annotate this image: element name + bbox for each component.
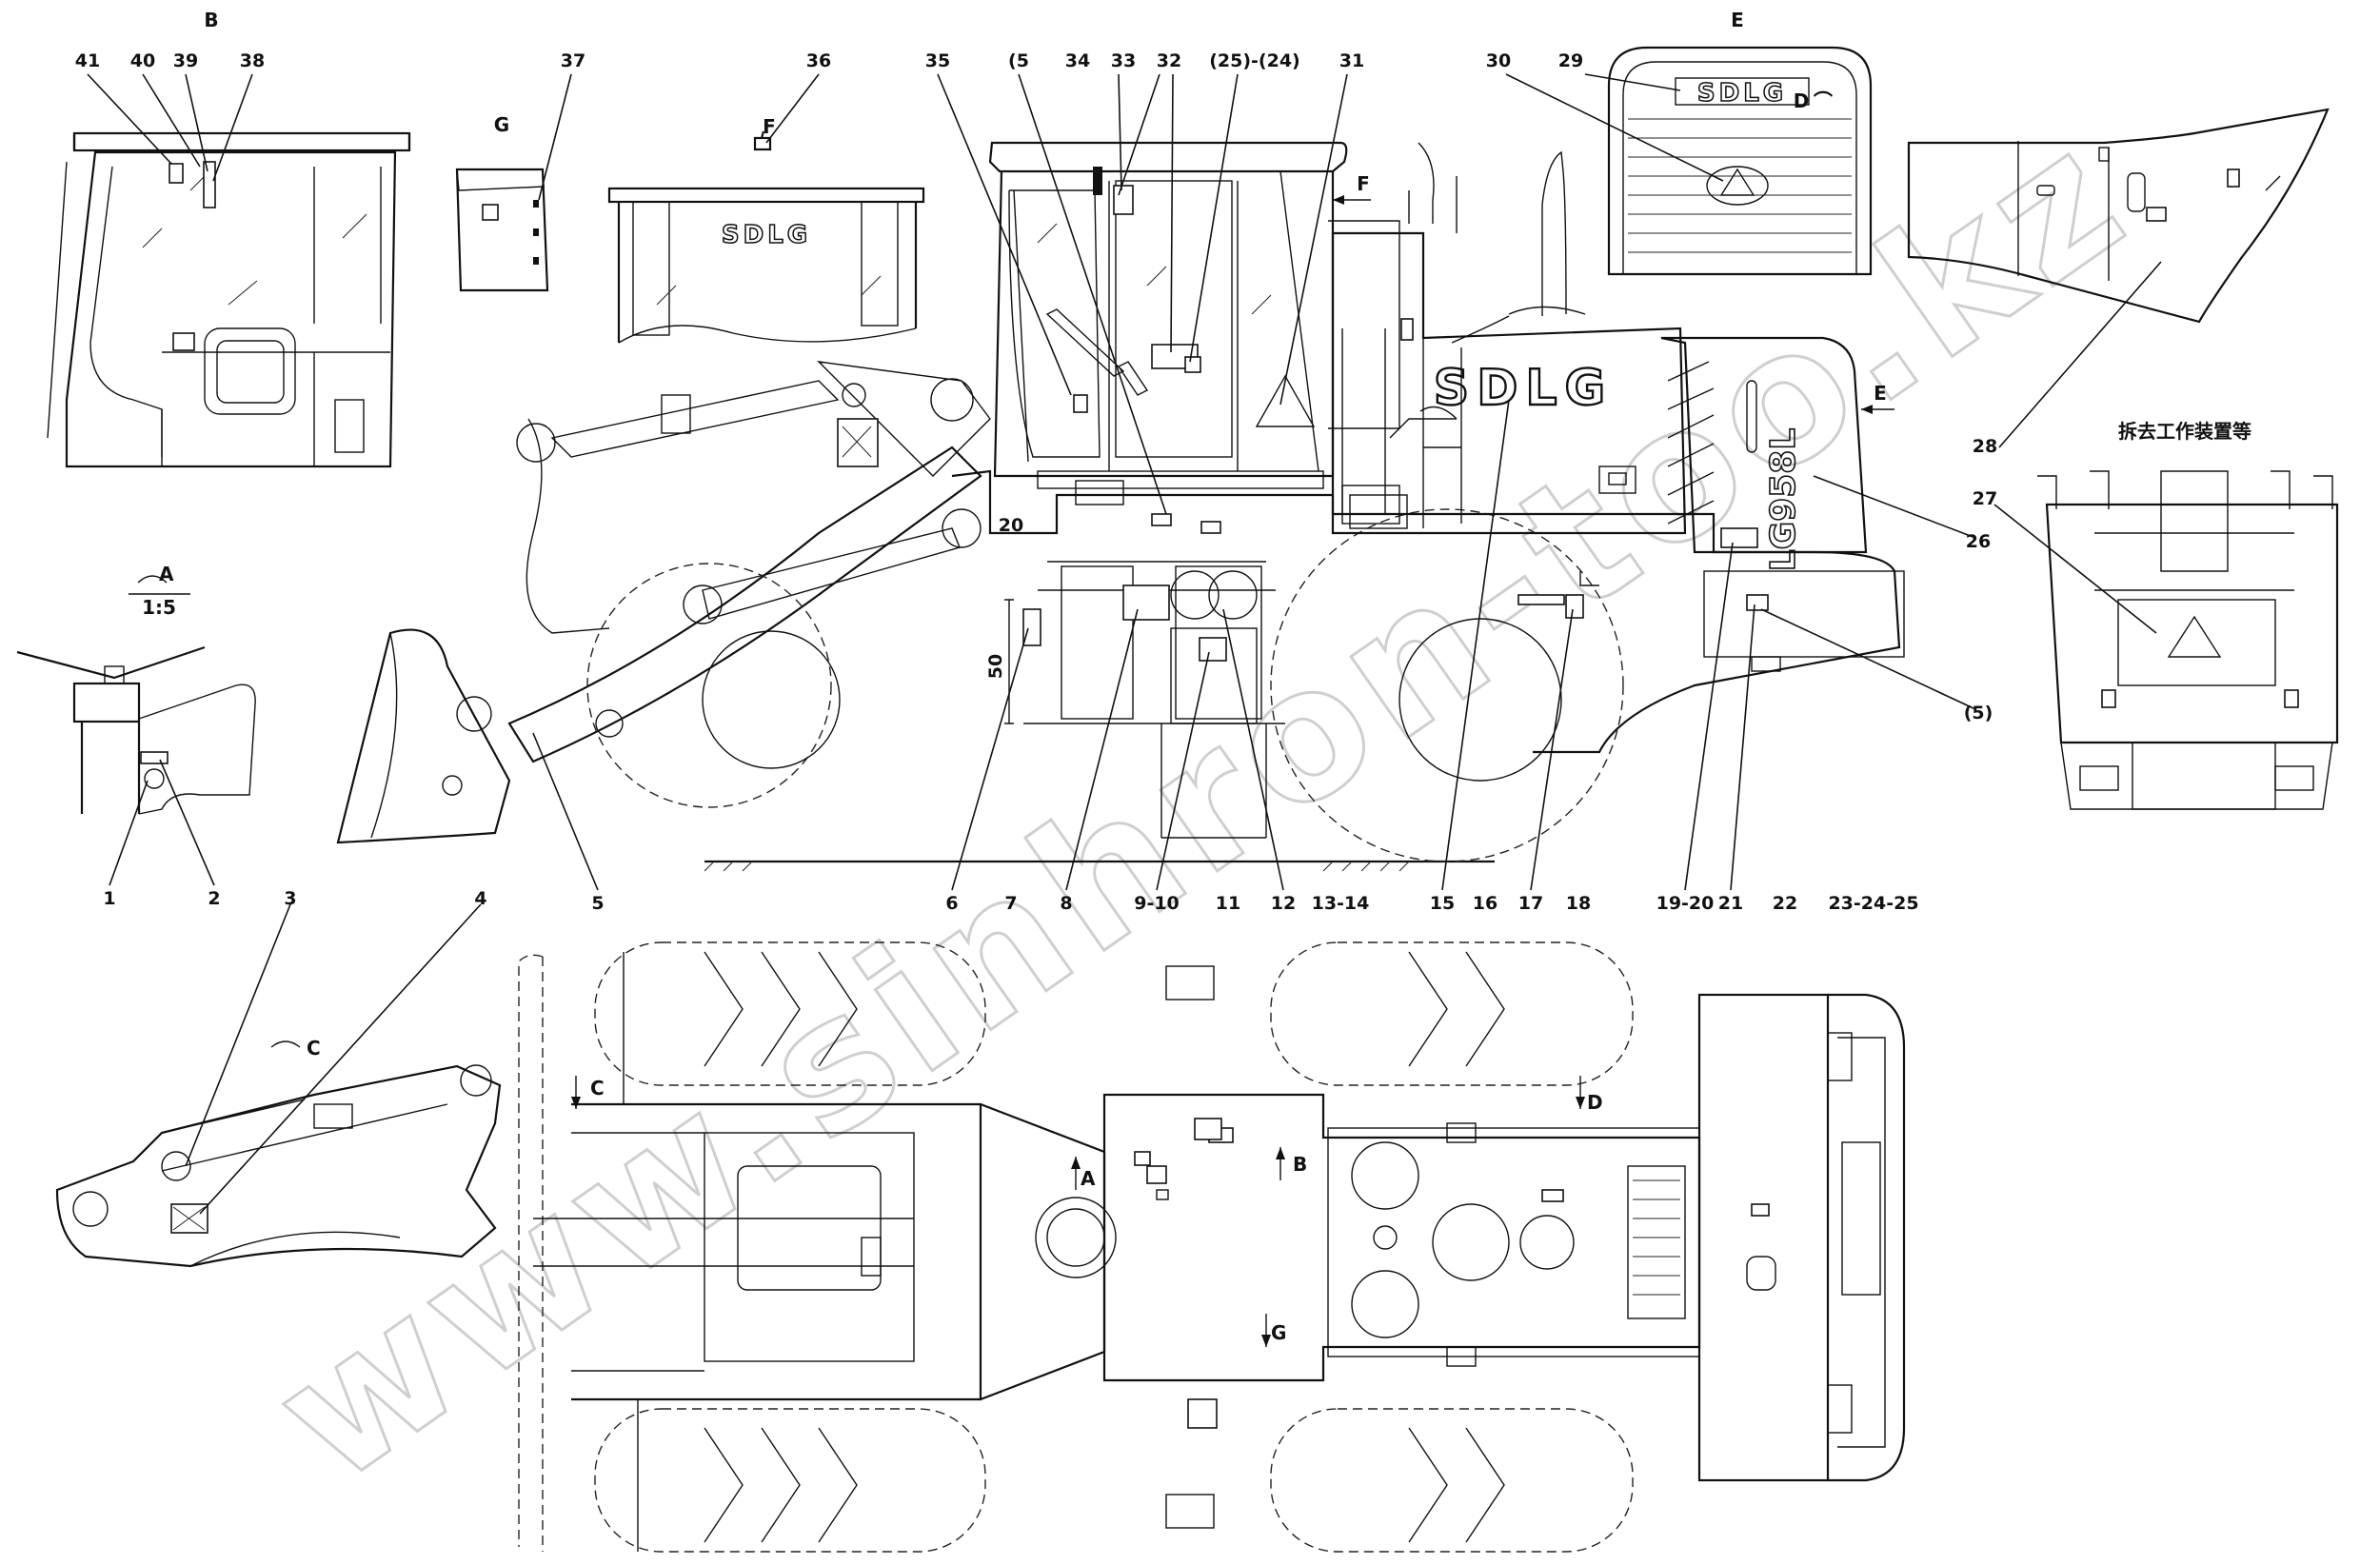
view-d-rear-cover: D ⌒ — [1794, 89, 2330, 324]
callout-1: 1 — [103, 888, 115, 909]
callout-4: 4 — [474, 888, 486, 909]
callout-18: 18 — [1566, 893, 1591, 914]
arrow-d-label: D — [1587, 1091, 1603, 1114]
arrow-b-label: B — [1293, 1153, 1307, 1176]
bucket — [336, 628, 511, 844]
watermark-text: www.sinhron-too.kz — [239, 88, 2165, 1524]
callout-39: 39 — [173, 50, 198, 71]
side-logo: SDLG — [1434, 360, 1613, 417]
callout-8: 8 — [1060, 893, 1072, 914]
view-c-boom-detail: C 3 4 — [55, 888, 502, 1268]
arrow-g-label: G — [1271, 1321, 1286, 1344]
callout-29: 29 — [1558, 50, 1583, 71]
loader-side-view: SDLG LG958L F E 20 50 — [336, 50, 1993, 914]
callout-26: 26 — [1966, 531, 1991, 552]
callout-19-20: 19-20 — [1656, 893, 1715, 914]
callout-37: 37 — [561, 50, 585, 71]
arrow-a-label: A — [1081, 1167, 1096, 1190]
callout-6: 6 — [945, 893, 958, 914]
callout-28: 28 — [1973, 436, 1997, 457]
callout-21: 21 — [1718, 893, 1743, 914]
rear-grille-slats — [1667, 361, 1715, 525]
view-d-label: D — [1794, 89, 1810, 112]
callout-paren-5-right: (5) — [1964, 703, 1993, 723]
rear-tire — [1270, 508, 1624, 862]
callout-32: 32 — [1157, 50, 1181, 71]
roof-logo: SDLG — [722, 221, 811, 249]
triangle-logo-rear — [2167, 615, 2222, 658]
callout-17: 17 — [1518, 893, 1543, 914]
callout-22: 22 — [1773, 893, 1797, 914]
callout-31: 31 — [1339, 50, 1364, 71]
callout-33: 33 — [1111, 50, 1136, 71]
loader-top-view: C D B A G — [518, 941, 1906, 1553]
callout-13-14: 13-14 — [1312, 893, 1370, 914]
svg-text:⌒: ⌒ — [1814, 89, 1833, 112]
arrow-c-label: C — [590, 1077, 605, 1099]
callout-40: 40 — [130, 50, 155, 71]
grille-logo: SDLG — [1697, 79, 1787, 108]
annotation-remove-attachments: 拆去工作装置等 — [2118, 420, 2251, 443]
callout-16: 16 — [1473, 893, 1497, 914]
scale-label: 1:5 — [142, 596, 176, 619]
view-f-cab-roof: F SDLG 36 — [607, 50, 925, 344]
callout-35: 35 — [925, 50, 950, 71]
callout-23-24-25: 23-24-25 — [1828, 893, 1918, 914]
model-name-group: LG958L — [1763, 427, 1804, 572]
arrow-f-label: F — [1357, 172, 1370, 195]
view-e-label: E — [1731, 9, 1744, 31]
callout-5: 5 — [591, 893, 604, 914]
view-b-label: B — [204, 9, 218, 31]
view-b-cab-side: B 41 40 39 38 — [47, 9, 411, 468]
view-a-steering-detail: A 1:5 1 2 — [16, 563, 256, 909]
callout-41: 41 — [75, 50, 100, 71]
callout-38: 38 — [240, 50, 265, 71]
cab-roof — [988, 141, 1348, 173]
boom-arm — [507, 446, 982, 763]
callout-7: 7 — [1004, 893, 1017, 914]
view-c-label: C — [307, 1037, 321, 1060]
callout-3: 3 — [284, 888, 296, 909]
view-g-hood-panel: G 37 — [455, 50, 585, 292]
callout-34: 34 — [1065, 50, 1090, 71]
callout-15: 15 — [1430, 893, 1455, 914]
callout-27: 27 — [1973, 488, 1997, 509]
grille-slats — [1628, 118, 1852, 253]
callout-2: 2 — [208, 888, 220, 909]
dim-50: 50 — [985, 654, 1006, 679]
front-tire — [586, 563, 832, 808]
triangle-logo-cab — [1255, 374, 1316, 427]
watermark: www.sinhron-too.kz — [237, 86, 2166, 1525]
callout-12: 12 — [1271, 893, 1296, 914]
callout-11: 11 — [1216, 893, 1240, 914]
engine-hood — [1331, 231, 1687, 535]
view-f-label: F — [763, 115, 776, 138]
arrow-e-label: E — [1874, 382, 1887, 405]
dim-20: 20 — [999, 515, 1023, 536]
rear-frame-view: 拆去工作装置等 28 27 — [1973, 261, 2339, 810]
callout-30: 30 — [1486, 50, 1511, 71]
callout-9-10: 9-10 — [1134, 893, 1180, 914]
callout-36: 36 — [806, 50, 831, 71]
view-e-grille: E SDLG 30 29 — [1486, 9, 1873, 276]
model-name: LG958L — [1764, 428, 1803, 572]
callout-paren-5: (5 — [1008, 50, 1029, 71]
view-g-label: G — [494, 113, 509, 136]
callout-25-24: (25)-(24) — [1209, 50, 1300, 71]
